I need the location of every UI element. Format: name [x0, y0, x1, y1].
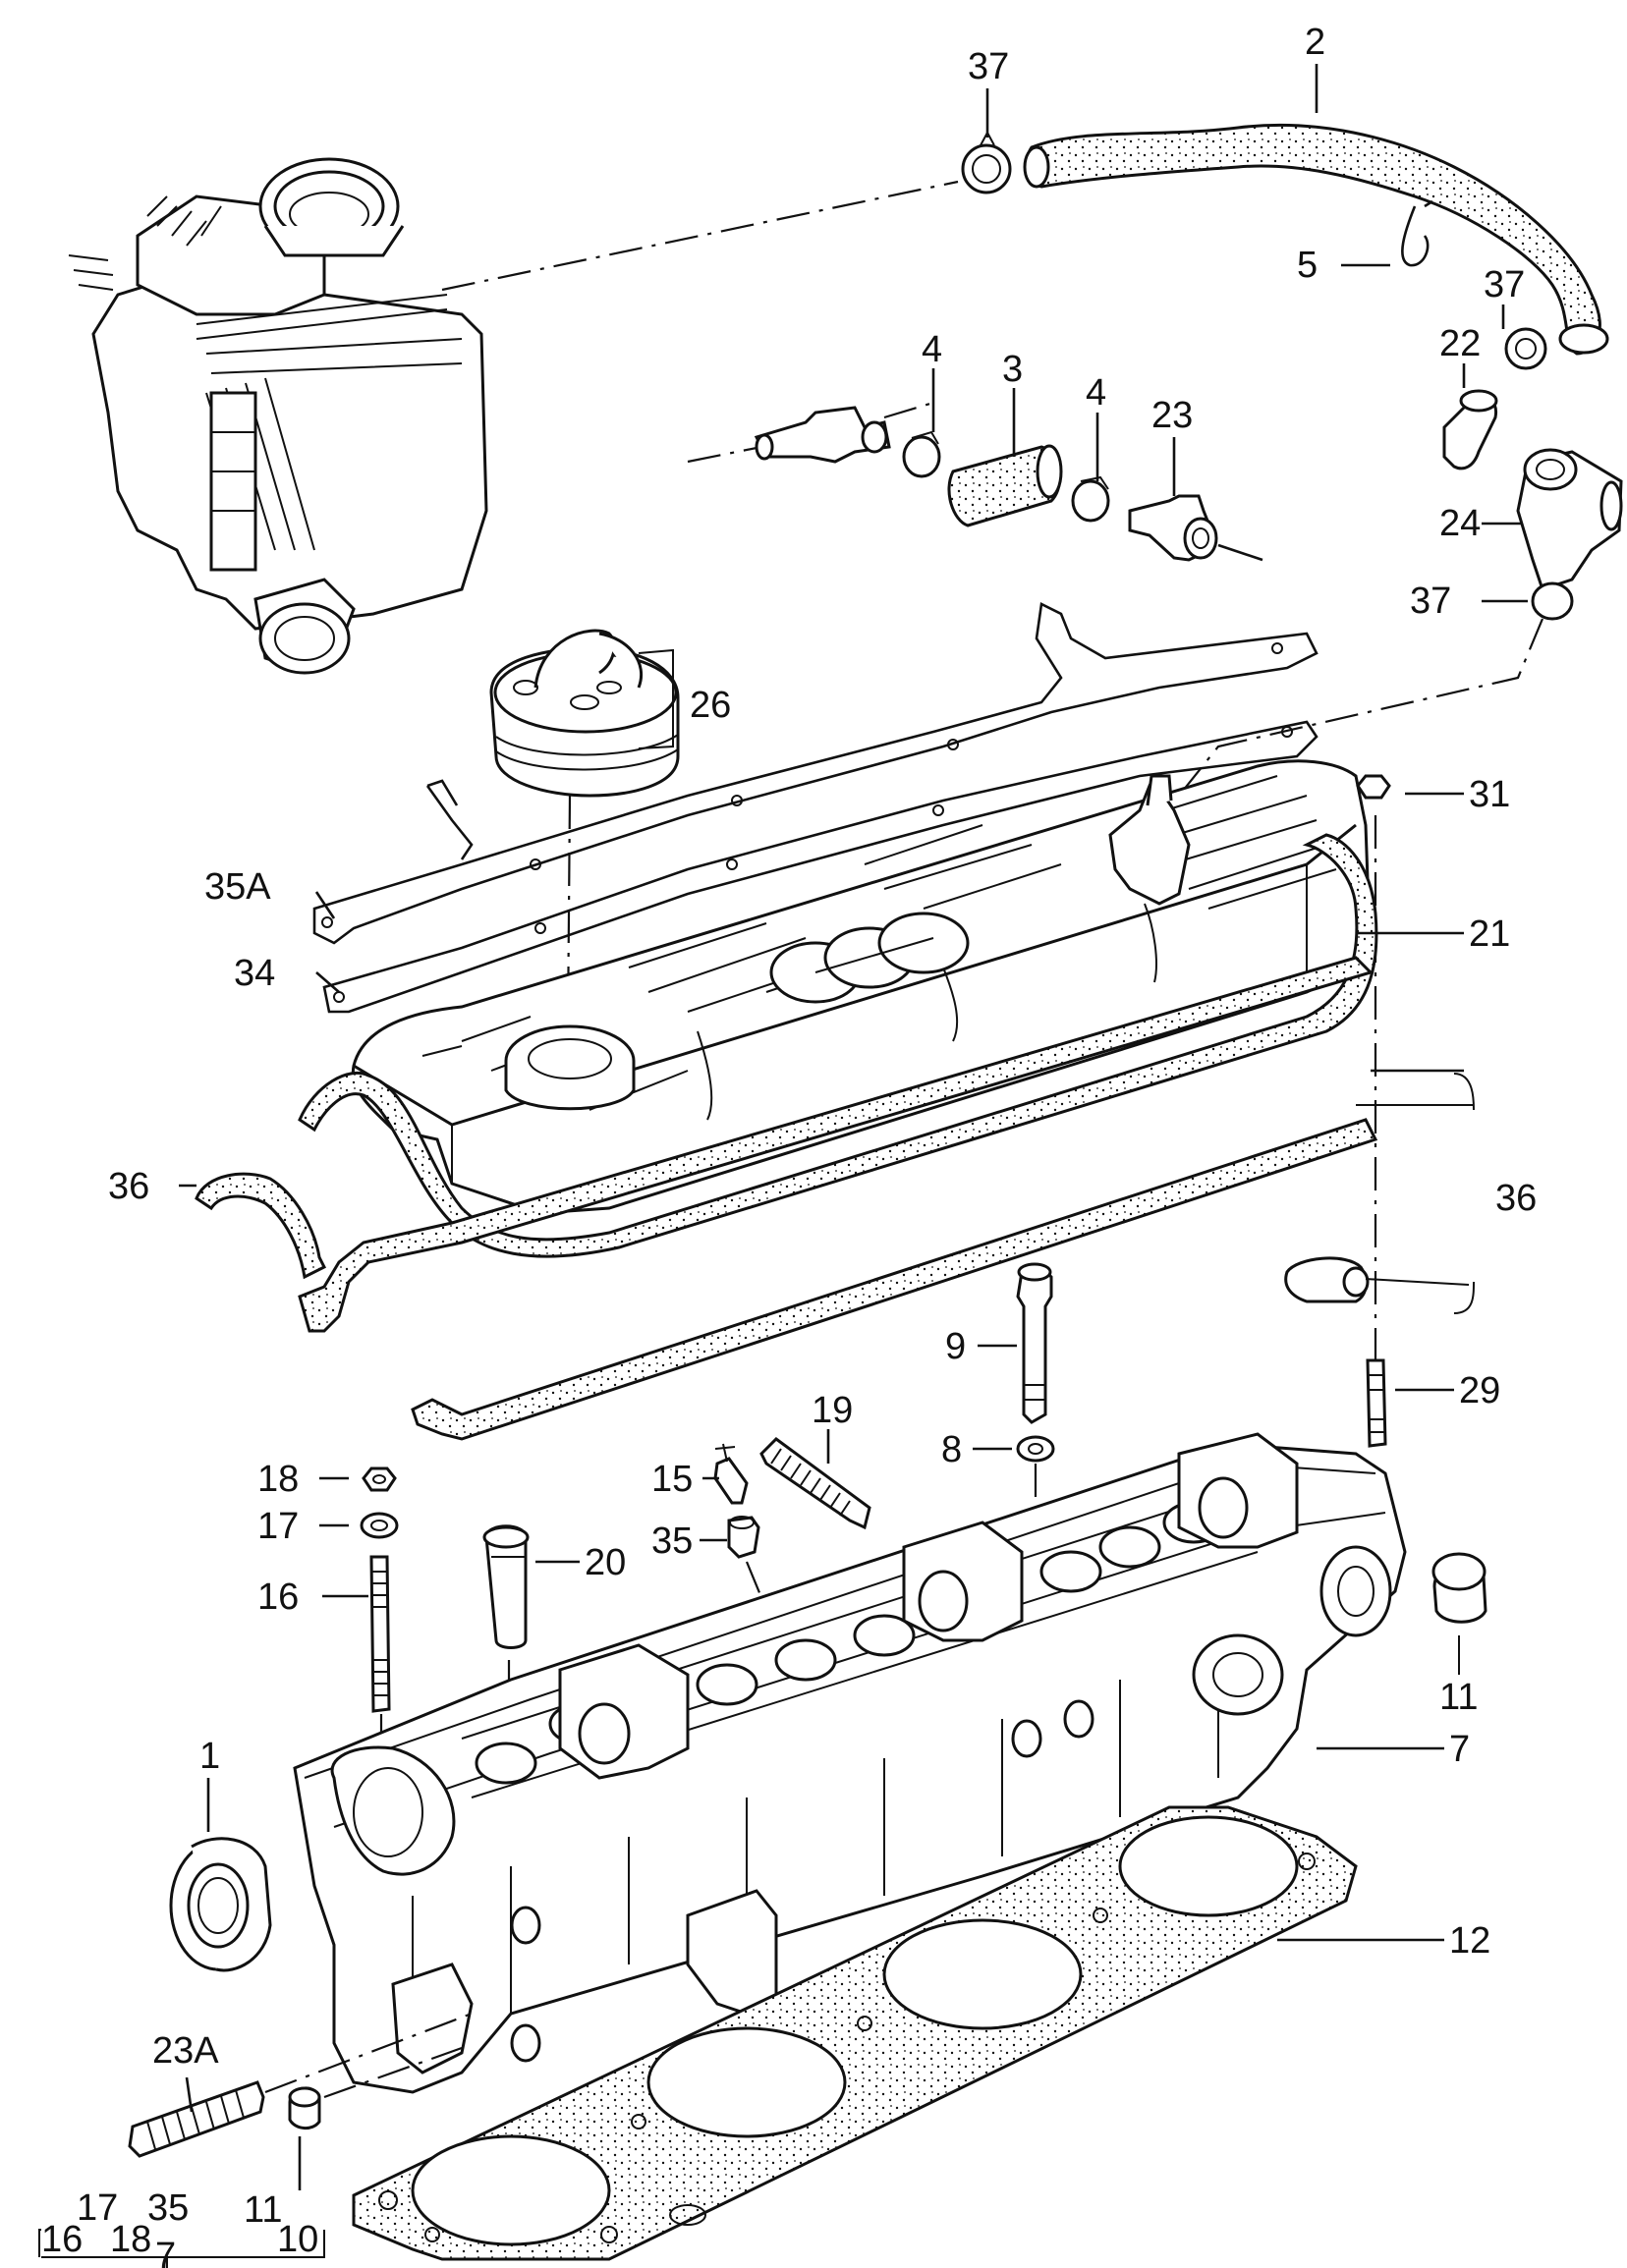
callout-10: 10 [277, 2219, 318, 2260]
stud-16 [369, 1555, 391, 1713]
air-cleaner-assembly [68, 157, 488, 675]
callout-29: 29 [1459, 1370, 1500, 1411]
leader-hose-to-aircleaner [441, 180, 959, 292]
clamp-37-lower [1531, 581, 1574, 621]
callout-4-right: 4 [1086, 372, 1106, 414]
callout-7-right: 7 [1449, 1729, 1470, 1770]
gasket-strip-lower [298, 956, 1374, 1333]
kit-17: 17 [77, 2187, 118, 2229]
kit-35: 35 [147, 2187, 189, 2229]
clamp-4-right [1071, 479, 1110, 523]
callout-23: 23 [1151, 395, 1193, 436]
callout-labels: 37 2 5 37 22 4 3 4 23 24 37 26 31 35A 21… [41, 22, 1537, 2268]
callout-37-lower: 37 [1410, 581, 1451, 622]
clamp-4-left [902, 435, 941, 478]
callout-36-right: 36 [1495, 1178, 1537, 1219]
washer-8 [1016, 1435, 1055, 1463]
washer-17 [360, 1512, 399, 1539]
callout-36-left: 36 [108, 1166, 149, 1207]
callout-3: 3 [1002, 349, 1023, 390]
stud-29 [1366, 1358, 1387, 1448]
oil-filler-cap [489, 629, 680, 798]
breather-hose [1025, 123, 1601, 356]
callout-15: 15 [651, 1459, 693, 1500]
callout-20: 20 [585, 1542, 626, 1583]
head-gasket-bores [378, 1815, 1316, 2246]
callout-23A: 23A [152, 2030, 219, 2072]
sensor-15 [713, 1457, 749, 1505]
callout-17: 17 [257, 1506, 299, 1547]
callout-35A: 35A [204, 866, 271, 908]
callout-9: 9 [945, 1326, 966, 1367]
valve-cover-gasket-outline [298, 833, 1378, 1258]
callout-37-top: 37 [968, 46, 1009, 87]
callout-37-right: 37 [1484, 264, 1525, 305]
callout-5: 5 [1297, 245, 1318, 286]
valve-cover [351, 759, 1373, 1215]
gasket-35A [312, 602, 1318, 945]
callout-2: 2 [1305, 22, 1325, 63]
clip-5 [1401, 199, 1433, 267]
callout-24: 24 [1439, 503, 1481, 544]
callout-34: 34 [234, 953, 275, 994]
callout-4-left: 4 [922, 329, 942, 370]
cover-nut-31 [1356, 774, 1391, 800]
callout-16: 16 [257, 1577, 299, 1618]
kit-7: 7 [155, 2236, 176, 2268]
nut-18 [362, 1466, 397, 1492]
gasket-strip-lowest [411, 1118, 1378, 1441]
clamp-37-top [961, 143, 1012, 194]
callout-31: 31 [1469, 774, 1510, 815]
callout-12: 12 [1449, 1920, 1490, 1962]
gasket-holes [321, 642, 1293, 1003]
callout-19: 19 [812, 1390, 853, 1431]
kit-16: 16 [41, 2219, 83, 2260]
callout-8: 8 [941, 1429, 962, 1470]
stud-23A [128, 2080, 265, 2158]
callout-11-bottom: 11 [244, 2189, 282, 2231]
callout-22: 22 [1439, 323, 1481, 364]
cylinder-head [293, 1432, 1407, 2094]
half-moon-seal-36 [195, 1172, 327, 1280]
callout-11-right: 11 [1439, 1677, 1478, 1718]
leader-lines [38, 64, 1528, 2268]
callout-21: 21 [1469, 913, 1510, 955]
oil-seal-1 [169, 1837, 272, 1972]
callout-18: 18 [257, 1459, 299, 1500]
callout-35: 35 [651, 1521, 693, 1562]
gasket-34 [322, 720, 1318, 1014]
callout-26: 26 [690, 685, 731, 726]
clamp-37-right [1504, 327, 1547, 370]
callout-1: 1 [199, 1736, 220, 1777]
kit-18: 18 [110, 2219, 151, 2260]
